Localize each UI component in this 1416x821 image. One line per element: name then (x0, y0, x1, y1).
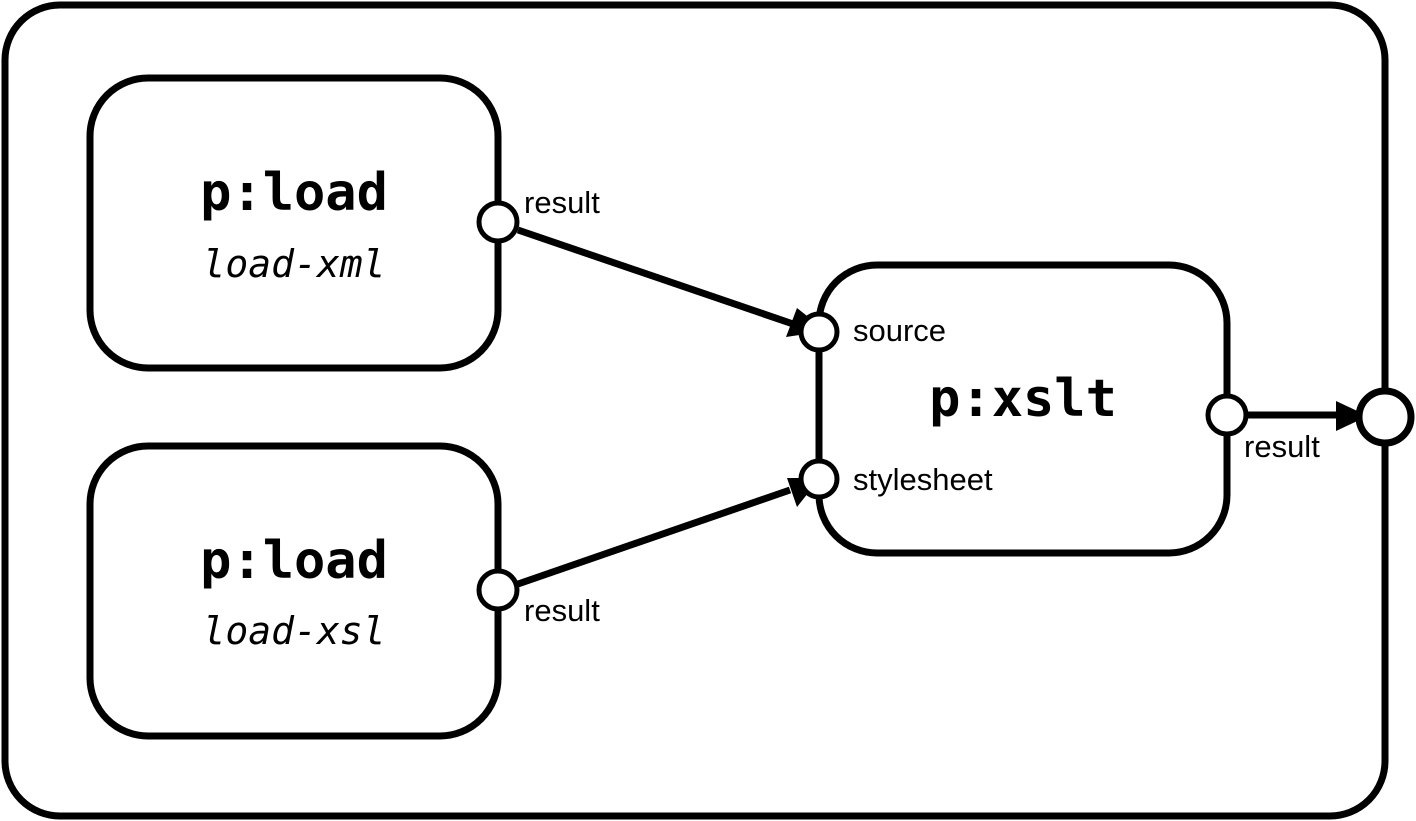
step-type-label: p:xslt (929, 369, 1117, 429)
port-label: result (1244, 429, 1320, 464)
connection-load-xml-to-source (516, 226, 798, 329)
step-load-xml: p:load load-xml (86, 74, 502, 372)
step-box (86, 74, 502, 372)
output-port (476, 568, 520, 612)
output-port (1205, 393, 1249, 437)
step-type-label: p:load (200, 531, 388, 591)
output-port (476, 200, 520, 244)
port-label: source (853, 313, 946, 348)
port-label: result (524, 593, 600, 628)
step-name-label: load-xsl (202, 609, 385, 653)
step-box (86, 442, 502, 740)
step-xslt: p:xslt (815, 261, 1231, 557)
arrowhead (1336, 401, 1368, 431)
connection-load-xsl-to-stylesheet (516, 486, 792, 588)
port-label: result (524, 185, 600, 220)
input-port (798, 458, 840, 500)
pipeline-output-port (1355, 387, 1415, 447)
input-port (798, 311, 840, 353)
step-type-label: p:load (200, 163, 388, 223)
step-name-label: load-xml (202, 242, 385, 286)
step-load-xsl: p:load load-xsl (86, 442, 502, 740)
port-label: stylesheet (853, 462, 993, 497)
